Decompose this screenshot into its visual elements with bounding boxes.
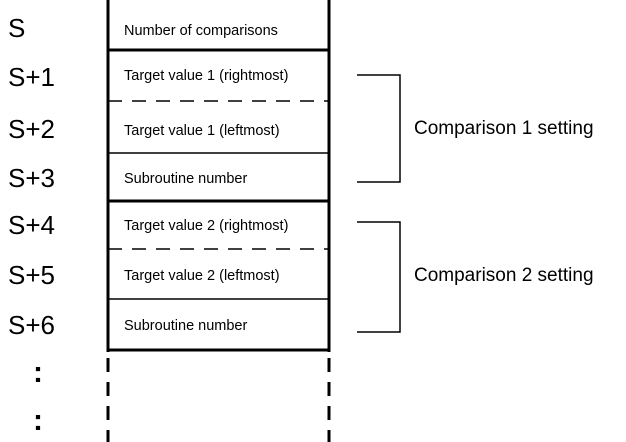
cell-content: Target value 1 (rightmost) bbox=[124, 68, 289, 84]
cell-content: Number of comparisons bbox=[124, 23, 278, 39]
group-label-comparison-2: Comparison 2 setting bbox=[414, 265, 594, 286]
cell-content: Target value 2 (rightmost) bbox=[124, 218, 289, 234]
continuation-dots: : bbox=[33, 356, 43, 389]
continuation-dots: : bbox=[33, 404, 43, 437]
cell-content: Target value 1 (leftmost) bbox=[124, 123, 280, 139]
group-label-comparison-1: Comparison 1 setting bbox=[414, 118, 594, 139]
group-bracket-1 bbox=[357, 74, 401, 183]
cell-content: Subroutine number bbox=[124, 318, 248, 334]
group-bracket-2 bbox=[357, 221, 401, 333]
address-label: S bbox=[8, 13, 26, 43]
cell-content: Target value 2 (leftmost) bbox=[124, 268, 280, 284]
address-label: S+1 bbox=[8, 62, 55, 92]
address-label: S+3 bbox=[8, 163, 55, 193]
address-label: S+6 bbox=[8, 310, 55, 340]
cell-content: Subroutine number bbox=[124, 171, 248, 187]
address-label: S+4 bbox=[8, 210, 55, 240]
address-label: S+2 bbox=[8, 114, 55, 144]
address-label: S+5 bbox=[8, 260, 55, 290]
